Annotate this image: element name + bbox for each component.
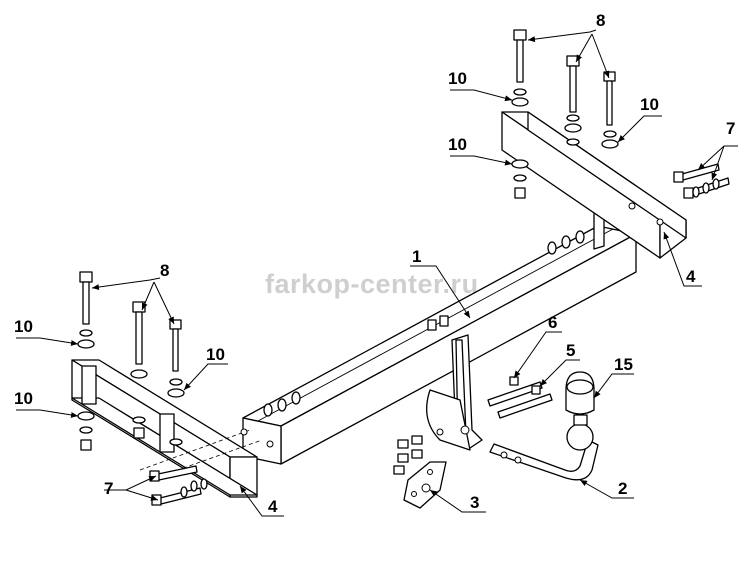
- callout-10-left-mid: 10: [206, 345, 225, 364]
- right-vertical-bolts: [511, 29, 619, 199]
- callout-4-right: 4: [686, 267, 696, 286]
- watermark-text: farkop-center.ru: [265, 269, 479, 299]
- callout-labels: 1 2 3 4 4 5 6 7 7 8 8 10 10 10 10 10 10 …: [14, 11, 735, 516]
- beam-washers: [263, 230, 585, 417]
- callout-3: 3: [470, 493, 479, 512]
- callout-10-right-bottom: 10: [448, 135, 467, 154]
- callout-2: 2: [618, 479, 627, 498]
- callout-10-right-top: 10: [448, 69, 467, 88]
- ball-cover-cap: [565, 371, 595, 415]
- callout-8-left: 8: [160, 261, 169, 280]
- left-vertical-bolts: [77, 271, 185, 451]
- callout-15: 15: [614, 355, 633, 374]
- right-side-bolts: [673, 163, 730, 199]
- socket-mounting-plate: [403, 461, 447, 509]
- callout-10-right-mid: 10: [640, 95, 659, 114]
- left-side-bracket: [71, 359, 263, 498]
- hitch-center-bracket: [426, 334, 483, 451]
- callout-8-right: 8: [596, 11, 605, 30]
- tow-ball-arm: [489, 414, 599, 481]
- callout-7-left: 7: [104, 479, 113, 498]
- callout-5: 5: [566, 341, 575, 360]
- center-nuts: [393, 435, 423, 475]
- callout-4-left: 4: [268, 497, 278, 516]
- callout-6: 6: [548, 313, 557, 332]
- callout-1: 1: [412, 247, 421, 266]
- callout-10-left-bottom: 10: [14, 389, 33, 408]
- callout-10-left-top: 10: [14, 317, 33, 336]
- bolt-set-5-6: [487, 376, 553, 419]
- callout-7-right: 7: [726, 119, 735, 138]
- leader-lines: [16, 29, 738, 517]
